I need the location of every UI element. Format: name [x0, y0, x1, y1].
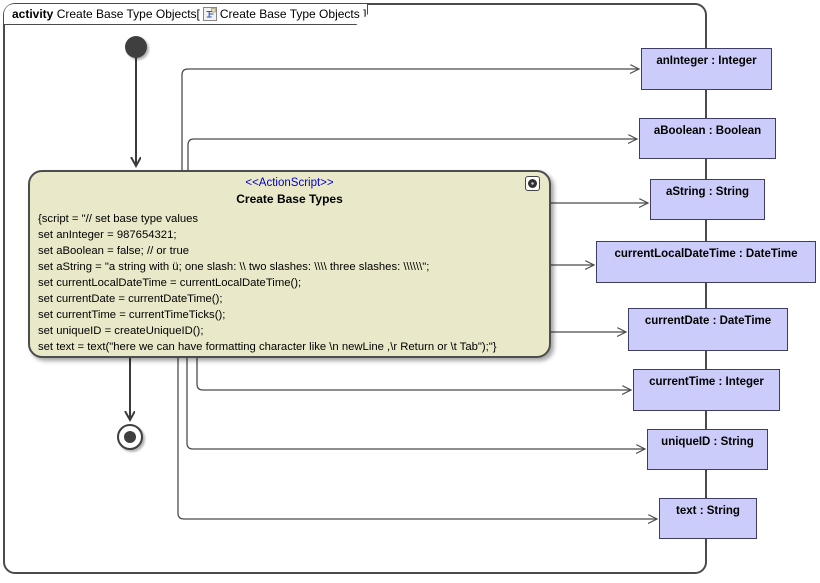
- action-node-create-base-types[interactable]: <<ActionScript>> Create Base Types {scri…: [28, 170, 551, 358]
- param-node-currentLocalDateTime[interactable]: currentLocalDateTime : DateTime: [596, 241, 816, 283]
- script-line: set currentTime = currentTimeTicks();: [38, 309, 226, 321]
- activity-diagram-icon: [202, 7, 217, 21]
- edge-to-currentTime[interactable]: [196, 358, 631, 390]
- param-node-anInteger[interactable]: anInteger : Integer: [641, 48, 772, 90]
- initial-node[interactable]: [125, 36, 147, 58]
- param-node-uniqueID[interactable]: uniqueID : String: [647, 429, 768, 470]
- script-line: set currentLocalDateTime = currentLocalD…: [38, 277, 302, 289]
- script-line: {script = "// set base type values: [38, 213, 199, 225]
- script-line: set text = text("here we can have format…: [38, 341, 497, 353]
- script-line: set uniqueID = createUniqueID();: [38, 325, 204, 337]
- edge-to-text[interactable]: [177, 358, 657, 519]
- frame-header: activity Create Base Type Objects[ Create…: [4, 4, 368, 25]
- activity-final-node[interactable]: [117, 424, 143, 450]
- script-line: set aBoolean = false; // or true: [38, 245, 190, 257]
- script-line: set anInteger = 987654321;: [38, 229, 177, 241]
- frame-diagram-ref: Create Base Type Objects ]: [219, 7, 367, 21]
- param-node-currentDate[interactable]: currentDate : DateTime: [628, 308, 788, 351]
- action-stereotype: <<ActionScript>>: [245, 177, 334, 189]
- activity-final-dot: [124, 431, 136, 443]
- gear-icon: [525, 176, 540, 191]
- frame-keyword: activity: [12, 7, 54, 21]
- script-line: set aString = "a string with ü; one slas…: [38, 261, 430, 273]
- edge-to-aBoolean[interactable]: [187, 139, 637, 170]
- param-node-text[interactable]: text : String: [659, 498, 757, 539]
- frame-title: Create Base Type Objects[: [53, 7, 200, 21]
- param-node-aBoolean[interactable]: aBoolean : Boolean: [639, 118, 776, 159]
- script-line: set currentDate = currentDateTime();: [38, 293, 223, 305]
- edge-to-uniqueID[interactable]: [186, 358, 645, 449]
- edge-to-anInteger[interactable]: [181, 69, 639, 170]
- param-node-aString[interactable]: aString : String: [650, 179, 765, 220]
- param-node-currentTime[interactable]: currentTime : Integer: [633, 369, 780, 411]
- action-name: Create Base Types: [236, 192, 343, 206]
